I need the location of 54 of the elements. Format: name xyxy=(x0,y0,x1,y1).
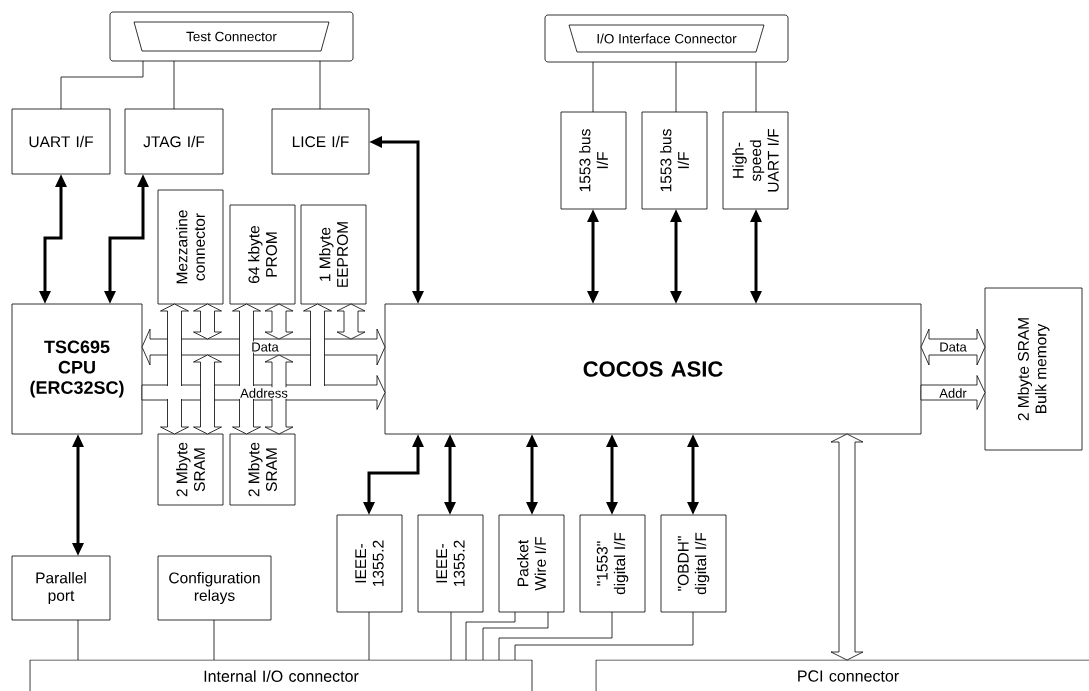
memory-box: 1 Mbyte EEPROM xyxy=(300,204,367,305)
bus-arrow xyxy=(830,433,864,661)
edge-label: Data xyxy=(938,341,968,353)
bus-arrow xyxy=(160,303,189,387)
cpu-box: TSC695 CPU (ERC32SC) xyxy=(11,303,143,435)
interface-box: 1553 bus I/F xyxy=(560,111,627,210)
bus-arrow xyxy=(193,354,222,435)
interface-box: IEEE-1355.2 xyxy=(417,514,484,613)
memory-box: 2 Mbyte SRAM xyxy=(229,433,296,506)
relay-box: Configuration relays xyxy=(157,555,272,621)
bus-arrow xyxy=(160,398,189,435)
interface-box: 1553 bus I/F xyxy=(641,111,708,210)
bus-arrow xyxy=(193,303,222,340)
bus-arrow xyxy=(264,354,294,435)
connection-line xyxy=(173,60,175,110)
connection-line xyxy=(319,60,321,110)
memory-box: 2 Mbyte SRAM xyxy=(157,433,224,506)
connection-line xyxy=(498,611,613,661)
bus-arrow xyxy=(232,303,261,387)
interface-box: High-speed UART I/F xyxy=(722,111,789,210)
interface-box: "OBDH" digital I/F xyxy=(660,514,727,613)
connection-line xyxy=(465,611,516,661)
connection-line xyxy=(368,611,370,661)
connection-line xyxy=(592,61,594,113)
connection-line xyxy=(213,619,215,661)
connection-line xyxy=(755,61,757,113)
bus-arrow xyxy=(303,303,332,387)
connector-box: I/O Interface Connector xyxy=(544,14,789,63)
interface-box: IEEE-1355.2 xyxy=(336,514,403,613)
connector-bar: PCI connector xyxy=(595,659,1089,691)
connection-line xyxy=(77,619,79,661)
connector-box: Mezzanine connector xyxy=(157,189,224,305)
port-box: Parallel port xyxy=(11,555,111,621)
connection-line xyxy=(60,60,144,110)
edge-label: Address xyxy=(239,387,289,399)
memory-box: 64 kbyte PROM xyxy=(229,204,296,305)
interface-box: JTAG I/F xyxy=(124,108,224,175)
bus-arrow xyxy=(232,398,261,435)
connection-line xyxy=(450,611,452,661)
connection-line xyxy=(514,611,694,661)
bus-arrow xyxy=(336,303,366,340)
connector-box: Test Connector xyxy=(109,11,354,62)
edge-label: Addr xyxy=(938,387,968,399)
interface-box: LICE I/F xyxy=(271,108,370,175)
edge-label: Data xyxy=(250,341,280,353)
connection-line xyxy=(675,61,677,113)
asic-box: COCOS ASIC xyxy=(384,303,922,435)
interface-box: "1553" digital I/F xyxy=(579,514,646,613)
connection-line xyxy=(482,611,549,661)
interface-box: UART I/F xyxy=(11,108,111,175)
interface-box: Packet Wire I/F xyxy=(498,514,565,613)
memory-box: 2 Mbyte SRAM Bulk memory xyxy=(984,287,1083,451)
bus-arrow xyxy=(264,303,294,340)
connector-bar: Internal I/O connector xyxy=(29,659,533,691)
